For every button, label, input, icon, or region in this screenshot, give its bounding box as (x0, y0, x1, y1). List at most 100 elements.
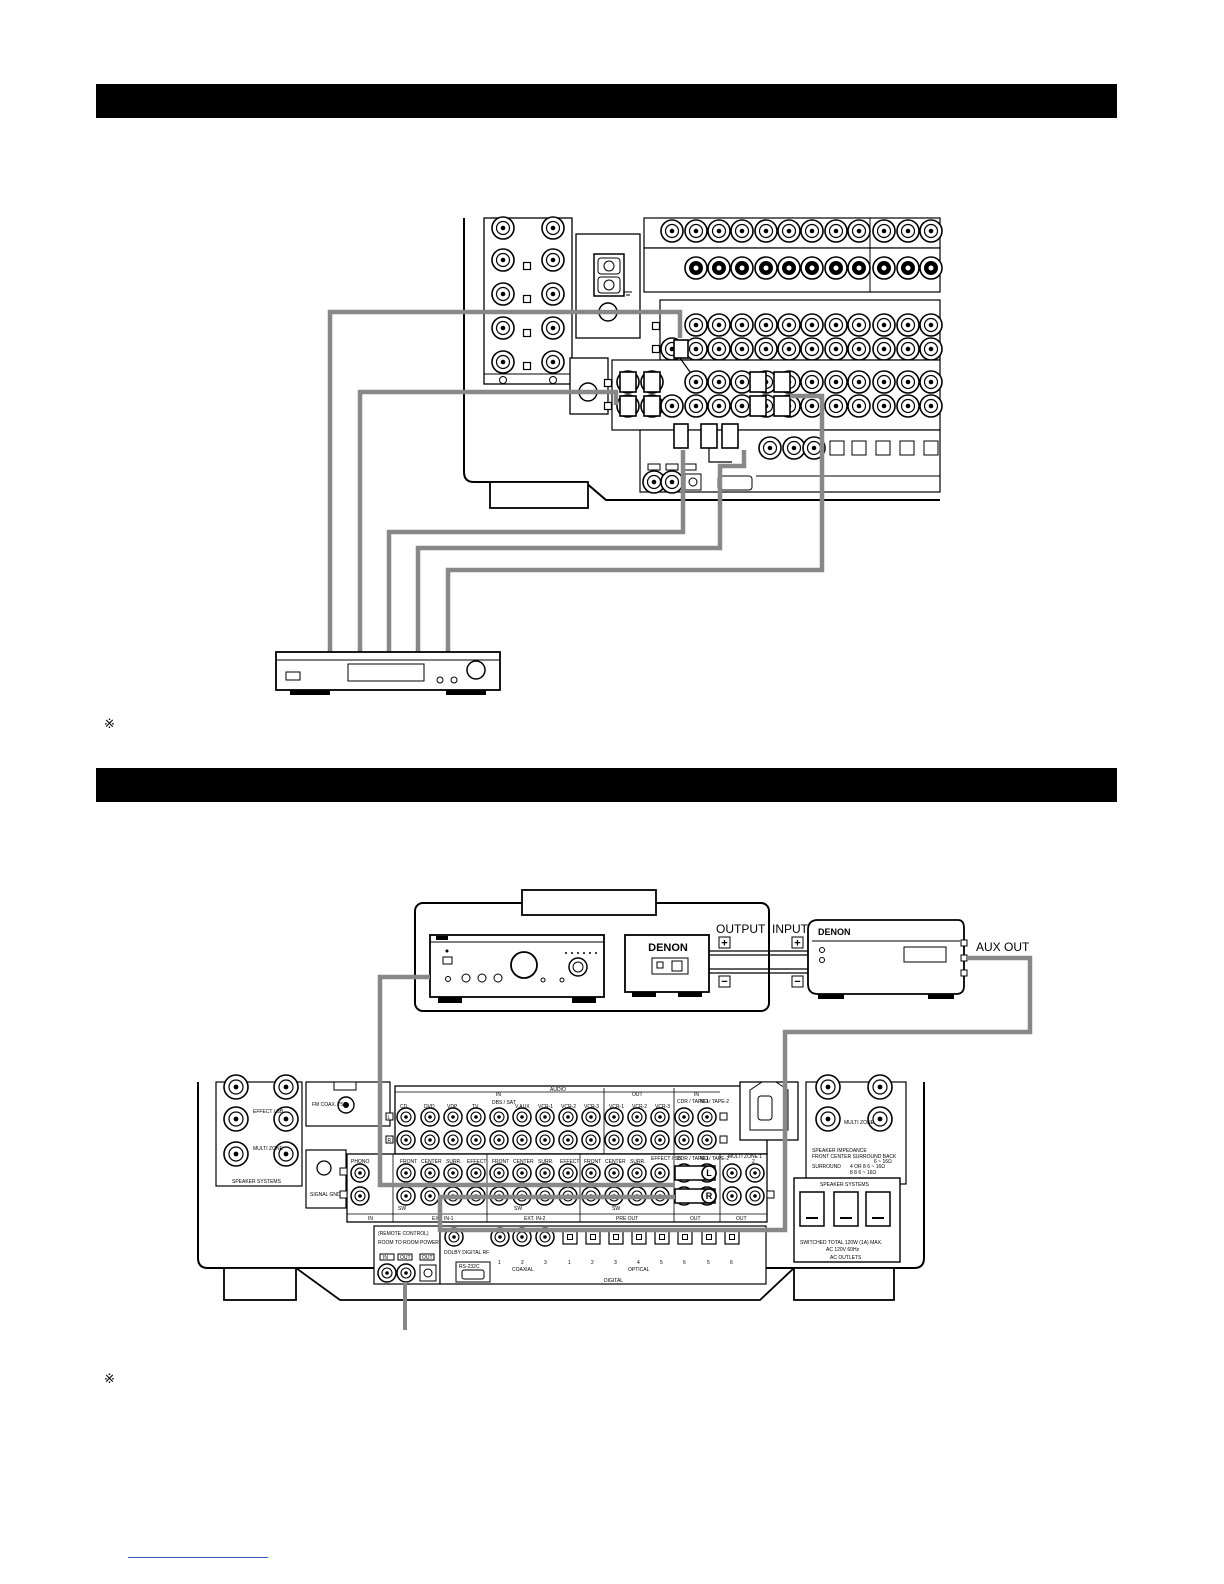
col-surr-1: SURR. (446, 1159, 462, 1165)
col-center-3: CENTER (605, 1159, 626, 1165)
col-vdp: VDP (447, 1104, 458, 1110)
impedance-row1: 6 ~ 16Ω (874, 1159, 892, 1165)
signal-gnd-label: SIGNAL GND (310, 1192, 341, 1198)
section-out-1: OUT (690, 1216, 701, 1222)
power-amp-out-label: OUT (422, 1255, 433, 1261)
col-effect-sb: EFFECT / SB (651, 1156, 682, 1162)
audio-in-label: IN (496, 1092, 501, 1098)
col-effect-1: EFFECT (467, 1159, 486, 1165)
diagram-1-connection (275, 216, 943, 695)
diagram-2-connection: DENON OUTPUT INPUT + − + − DENON AUX OUT (197, 889, 1033, 1330)
opt-num-3: 3 (614, 1260, 617, 1266)
audio-in2-label: IN (694, 1092, 699, 1098)
coaxial-label: COAXIAL (512, 1267, 534, 1273)
section-in: IN (368, 1216, 373, 1222)
col-cdr-tape1: CDR / TAPE-1 (677, 1099, 709, 1105)
surround-label: SURROUND (812, 1164, 841, 1170)
col-multi-zone-1: MULTI ZONE 1 (728, 1154, 762, 1160)
opt-num-2: 2 (591, 1260, 594, 1266)
sw-label-3: SW (612, 1206, 620, 1212)
speaker-systems-label-left: SPEAKER SYSTEMS (232, 1179, 282, 1185)
section-header-bar-2 (96, 768, 1117, 802)
col-dvd: DVD (424, 1104, 435, 1110)
lr-plugs: L R (674, 1165, 717, 1204)
remote-room-amplifier (429, 934, 605, 1003)
note-mark-2: ※ (104, 1371, 115, 1386)
col-cd: CD (400, 1104, 408, 1110)
input-label: INPUT (772, 922, 809, 936)
opt-num-4: 4 (637, 1260, 640, 1266)
input-minus: − (794, 976, 800, 988)
rs232c-label: RS-232C (459, 1264, 480, 1270)
output-minus: − (721, 976, 727, 988)
plug-r-label: R (706, 1191, 713, 1201)
opt-num-5: 5 (660, 1260, 663, 1266)
audio-out-label: OUT (632, 1092, 643, 1098)
section-out-2: OUT (736, 1216, 747, 1222)
denon-remote-unit: DENON (624, 934, 710, 997)
col-vcr2-out: VCR-2 (632, 1104, 647, 1110)
impedance-row2: 4 OR 8 6 ~ 16Ω (850, 1164, 885, 1170)
sw-label-2: SW (514, 1206, 522, 1212)
col-vcr1: VCR-1 (538, 1104, 553, 1110)
fm-coax-label: FM COAX. 75Ω (312, 1102, 347, 1108)
col-front-3: FRONT (584, 1159, 601, 1165)
section-header-bar-1 (96, 84, 1117, 118)
lr-r-1: R (388, 1138, 392, 1144)
col-front-2: FRONT (492, 1159, 509, 1165)
col-surr-3: SURR. (630, 1159, 646, 1165)
multi-zone-label-right: MULTI ZONE (844, 1120, 875, 1126)
denon-logo-1: DENON (648, 942, 688, 954)
impedance-cols: FRONT CENTER SURROUND BACK (812, 1154, 897, 1160)
col-vaux: V.AUX (515, 1104, 530, 1110)
room-to-room-label: ROOM TO ROOM (378, 1240, 419, 1246)
cables-diagram-2 (377, 955, 1033, 1233)
col-front-1: FRONT (400, 1159, 417, 1165)
receiver-rear-panel-2: EFFECT / SB MULTI ZONE SPEAKER SYSTEMS F… (197, 1074, 925, 1301)
lr-l-1: L (388, 1115, 391, 1121)
input-plus: + (794, 938, 800, 950)
remote-control-label: (REMOTE CONTROL) (378, 1231, 429, 1237)
denon-controller-unit: DENON (807, 919, 968, 999)
col-dbs-sat: DBS / SAT (492, 1100, 516, 1106)
sw-label-1: SW (398, 1206, 406, 1212)
col-vcr3: VCR-3 (584, 1104, 599, 1110)
power-amp-label: POWER AMP (420, 1240, 452, 1246)
speaker-impedance-label: SPEAKER IMPEDANCE (812, 1148, 867, 1154)
col-cdr-tape1-out: CDR / TAPE-1 (677, 1156, 709, 1162)
footer-link-underline[interactable] (128, 1557, 268, 1558)
output-label: OUTPUT (716, 922, 766, 936)
col-surr-2: SURR. (538, 1159, 554, 1165)
multi-zone-label-left: MULTI ZONE (253, 1146, 284, 1152)
col-phono: PHONO (351, 1159, 369, 1165)
col-effect-2: EFFECT (560, 1159, 579, 1165)
rc-out-label: OUT (400, 1255, 411, 1261)
tuner-device (275, 651, 501, 695)
col-multi-zone-2: 2 (752, 1159, 755, 1165)
col-vcr1-out: VCR-1 (609, 1104, 624, 1110)
col-vcr2: VCR-2 (561, 1104, 576, 1110)
speaker-systems-label-right: SPEAKER SYSTEMS (820, 1182, 870, 1188)
col-md-tape2: MD / TAPE-2 (700, 1099, 729, 1105)
ac-outlets-label: AC OUTLETS (830, 1255, 862, 1261)
plug-l-label: L (706, 1168, 712, 1178)
section-pre-out: PRE OUT (616, 1216, 638, 1222)
section-ext-in-2: EXT. IN-2 (524, 1216, 546, 1222)
dolby-digital-rf-label: DOLBY DIGITAL RF (444, 1250, 489, 1256)
receiver-rear-panel (463, 216, 943, 509)
section-ext-in-1: EXT. IN-1 (432, 1216, 454, 1222)
coax-num-1: 1 (498, 1260, 501, 1266)
note-mark-1: ※ (104, 716, 115, 731)
switched-total-label: SWITCHED TOTAL 120W (1A) MAX. (800, 1240, 882, 1246)
optical-label: OPTICAL (628, 1267, 650, 1273)
ac-label: AC 120V 60Hz (826, 1247, 860, 1253)
audio-label: AUDIO (550, 1087, 566, 1093)
effect-sb-label: EFFECT / SB (253, 1109, 284, 1115)
denon-logo-2: DENON (818, 927, 851, 937)
digital-label: DIGITAL (604, 1278, 623, 1284)
opt-num-6: 6 (683, 1260, 686, 1266)
out-num-6: 6 (730, 1260, 733, 1266)
col-center-1: CENTER (421, 1159, 442, 1165)
col-vcr3-out: VCR-3 (655, 1104, 670, 1110)
rc-in-label: IN (383, 1255, 388, 1261)
